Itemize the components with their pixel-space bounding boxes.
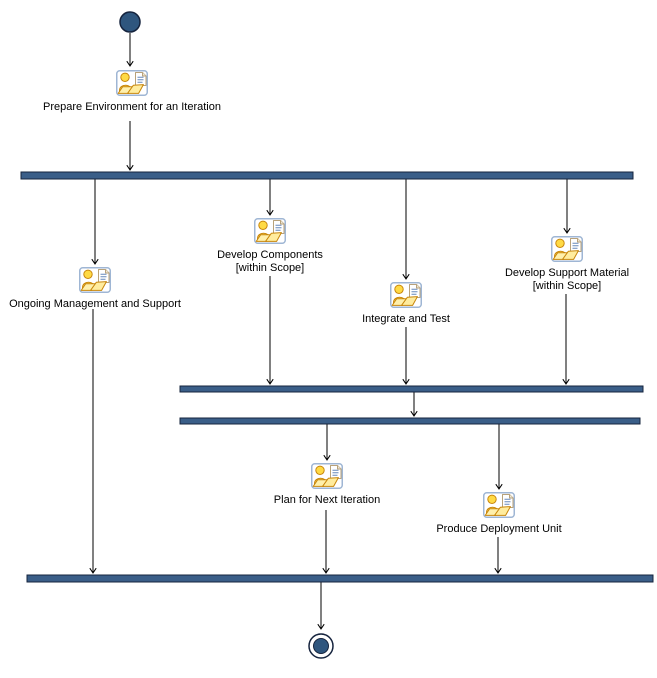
activity-develop-components[interactable]: Develop Components [within Scope] xyxy=(150,218,390,275)
activity-icon xyxy=(311,463,343,489)
activity-label: Produce Deployment Unit xyxy=(436,523,562,535)
final-node-core xyxy=(313,638,329,654)
join-bar-bottom[interactable] xyxy=(26,574,654,583)
final-node[interactable] xyxy=(308,633,334,659)
fork-bar-top[interactable] xyxy=(20,171,634,180)
activity-label: Develop Components [within Scope] xyxy=(217,249,323,274)
activity-prepare-environment[interactable]: Prepare Environment for an Iteration xyxy=(12,70,252,114)
fork-bar-middle[interactable] xyxy=(179,417,641,425)
activity-plan-next-iteration[interactable]: Plan for Next Iteration xyxy=(207,463,447,507)
activity-icon xyxy=(254,218,286,244)
activity-icon xyxy=(390,282,422,308)
activity-label: Prepare Environment for an Iteration xyxy=(43,101,221,113)
activity-icon xyxy=(483,492,515,518)
activity-label: Ongoing Management and Support xyxy=(9,298,181,310)
activity-label: Plan for Next Iteration xyxy=(273,494,381,506)
activity-label: Develop Support Material [within Scope] xyxy=(504,267,630,292)
join-bar-middle[interactable] xyxy=(179,385,644,393)
activity-develop-support-material[interactable]: Develop Support Material [within Scope] xyxy=(447,236,657,293)
activity-icon xyxy=(116,70,148,96)
activity-produce-deployment-unit[interactable]: Produce Deployment Unit xyxy=(379,492,619,536)
activity-icon xyxy=(79,267,111,293)
activity-integrate-and-test[interactable]: Integrate and Test xyxy=(286,282,526,326)
initial-node[interactable] xyxy=(119,11,141,33)
activity-label: Integrate and Test xyxy=(362,313,450,325)
activity-icon xyxy=(551,236,583,262)
activity-ongoing-management[interactable]: Ongoing Management and Support xyxy=(0,267,215,311)
